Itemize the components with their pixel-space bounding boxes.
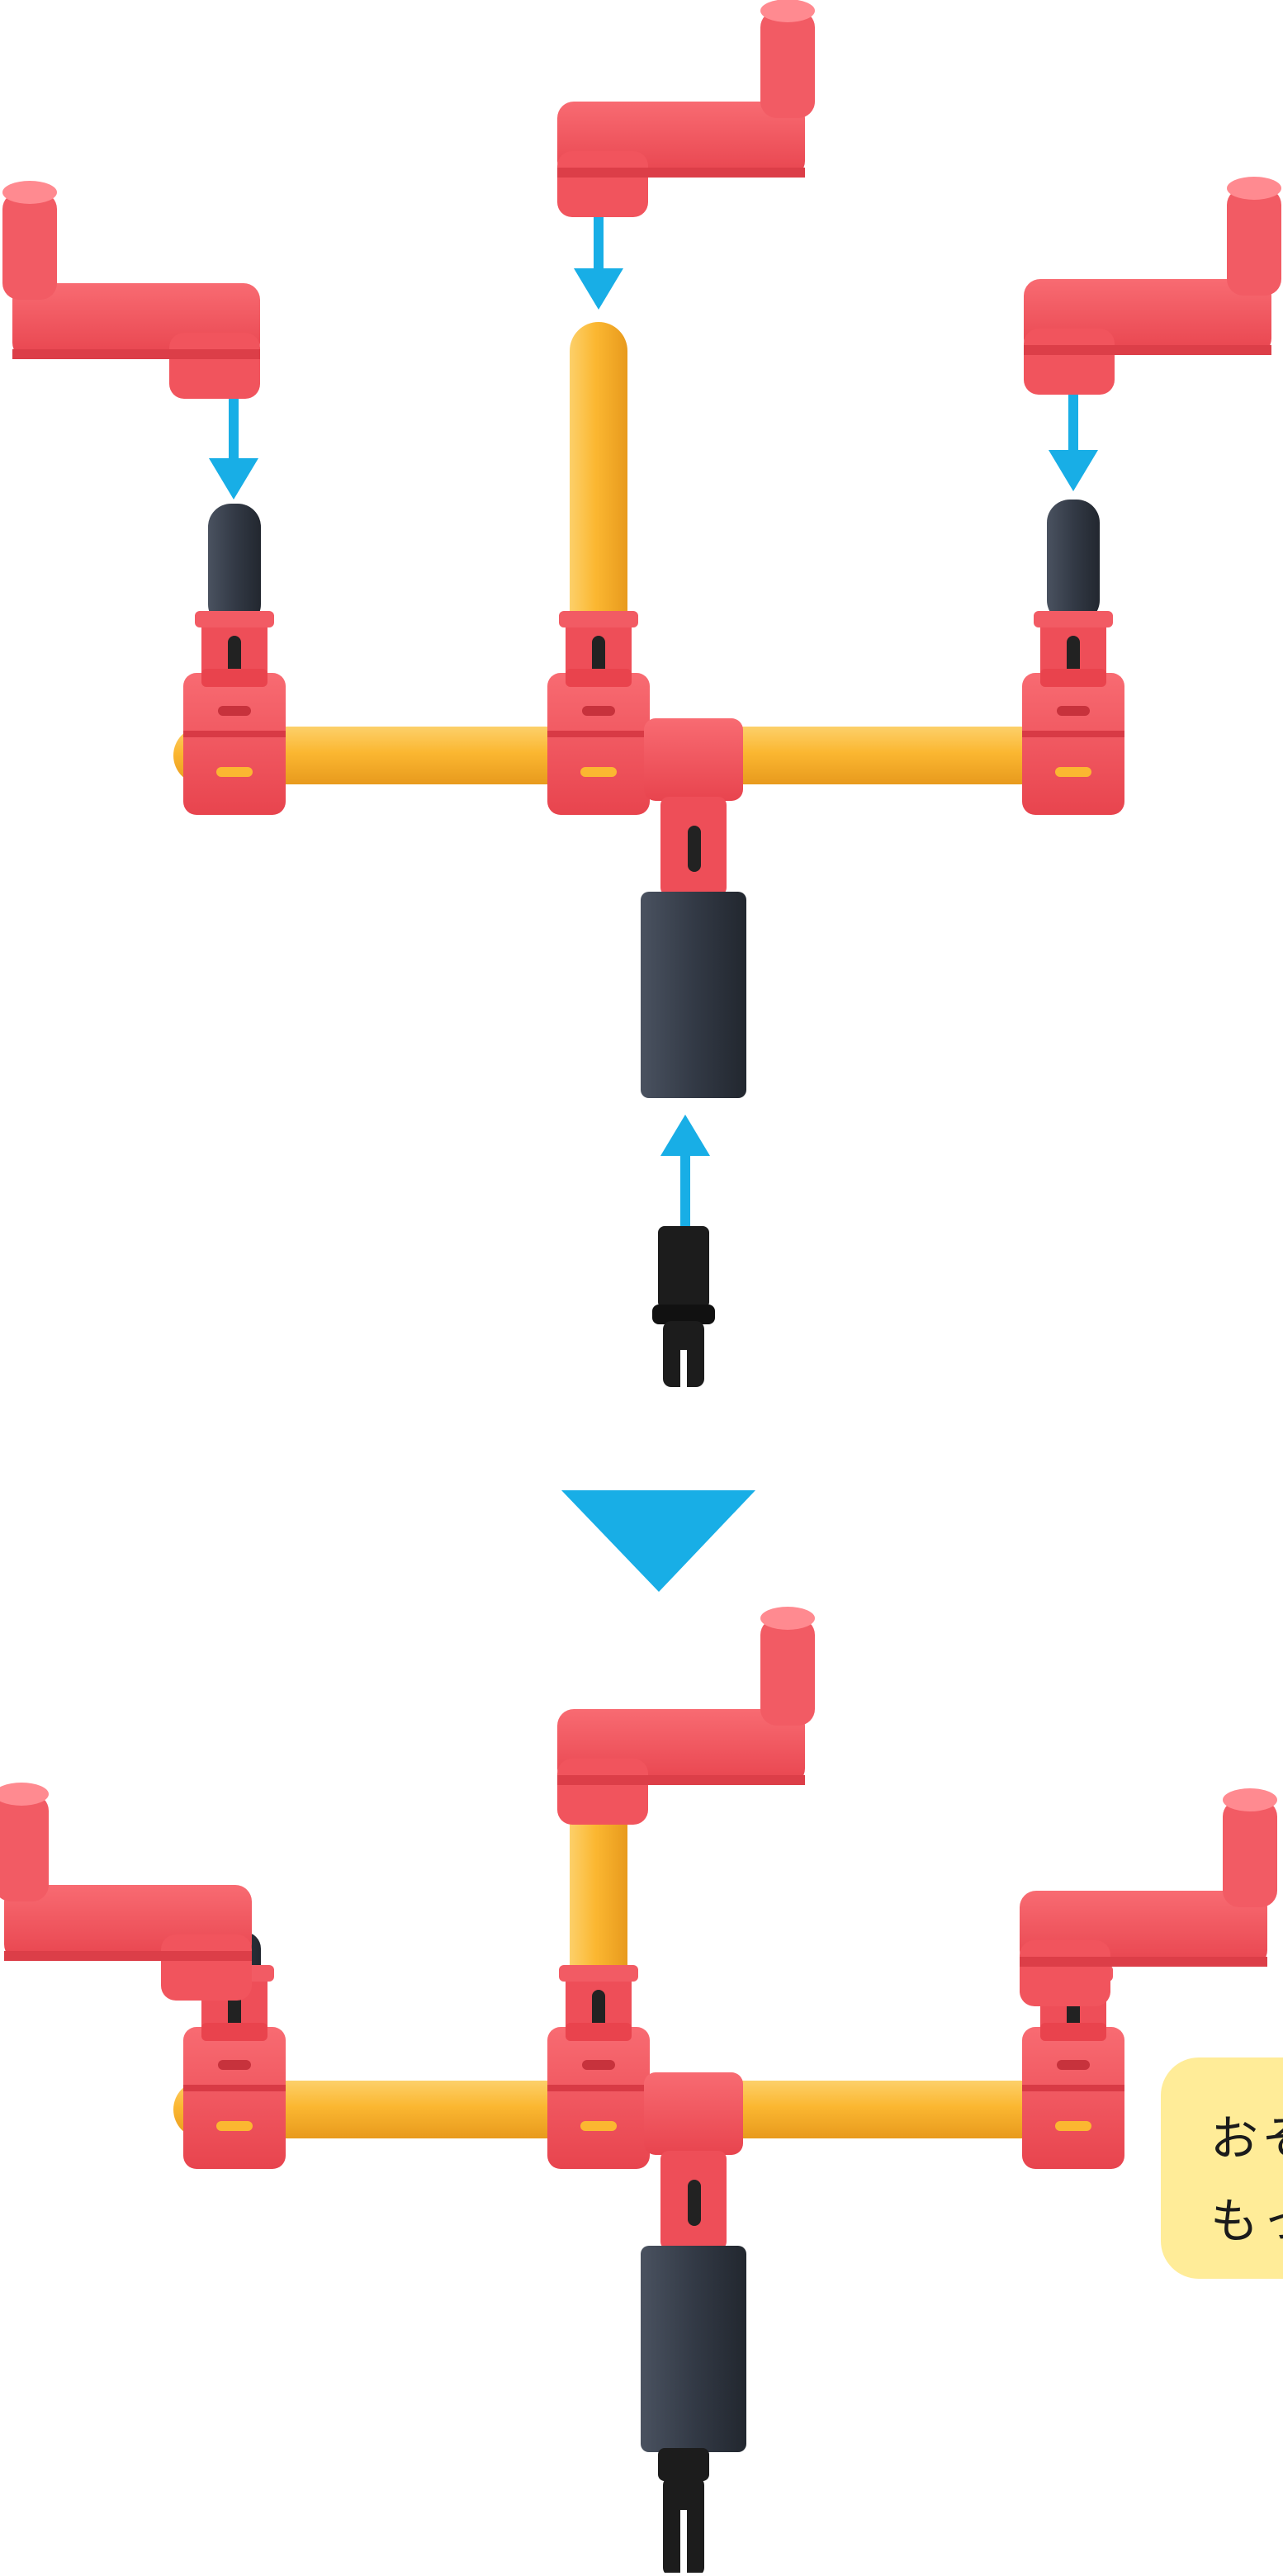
right-crank-handle (1024, 177, 1281, 395)
center-crank-handle (557, 0, 815, 217)
callout-line-2: もっ (1210, 2180, 1283, 2262)
callout-line-1: おそ (1210, 2097, 1283, 2180)
bottom-assembly (0, 1607, 1277, 2573)
right-dark-axle (1047, 500, 1100, 623)
left-connector (183, 669, 286, 815)
next-step-arrow-icon (561, 1490, 755, 1592)
lower-dark-axle (641, 892, 746, 1098)
top-assembly (2, 0, 1281, 1391)
right-connector (1022, 669, 1124, 815)
hint-callout: おそ もっ (1161, 2057, 1283, 2279)
black-pin (652, 1226, 715, 1391)
left-crank-handle (2, 181, 260, 399)
left-dark-axle (208, 504, 261, 627)
arrow-up-icon (660, 1115, 710, 1238)
center-hub (644, 718, 743, 801)
center-connector (547, 669, 650, 815)
